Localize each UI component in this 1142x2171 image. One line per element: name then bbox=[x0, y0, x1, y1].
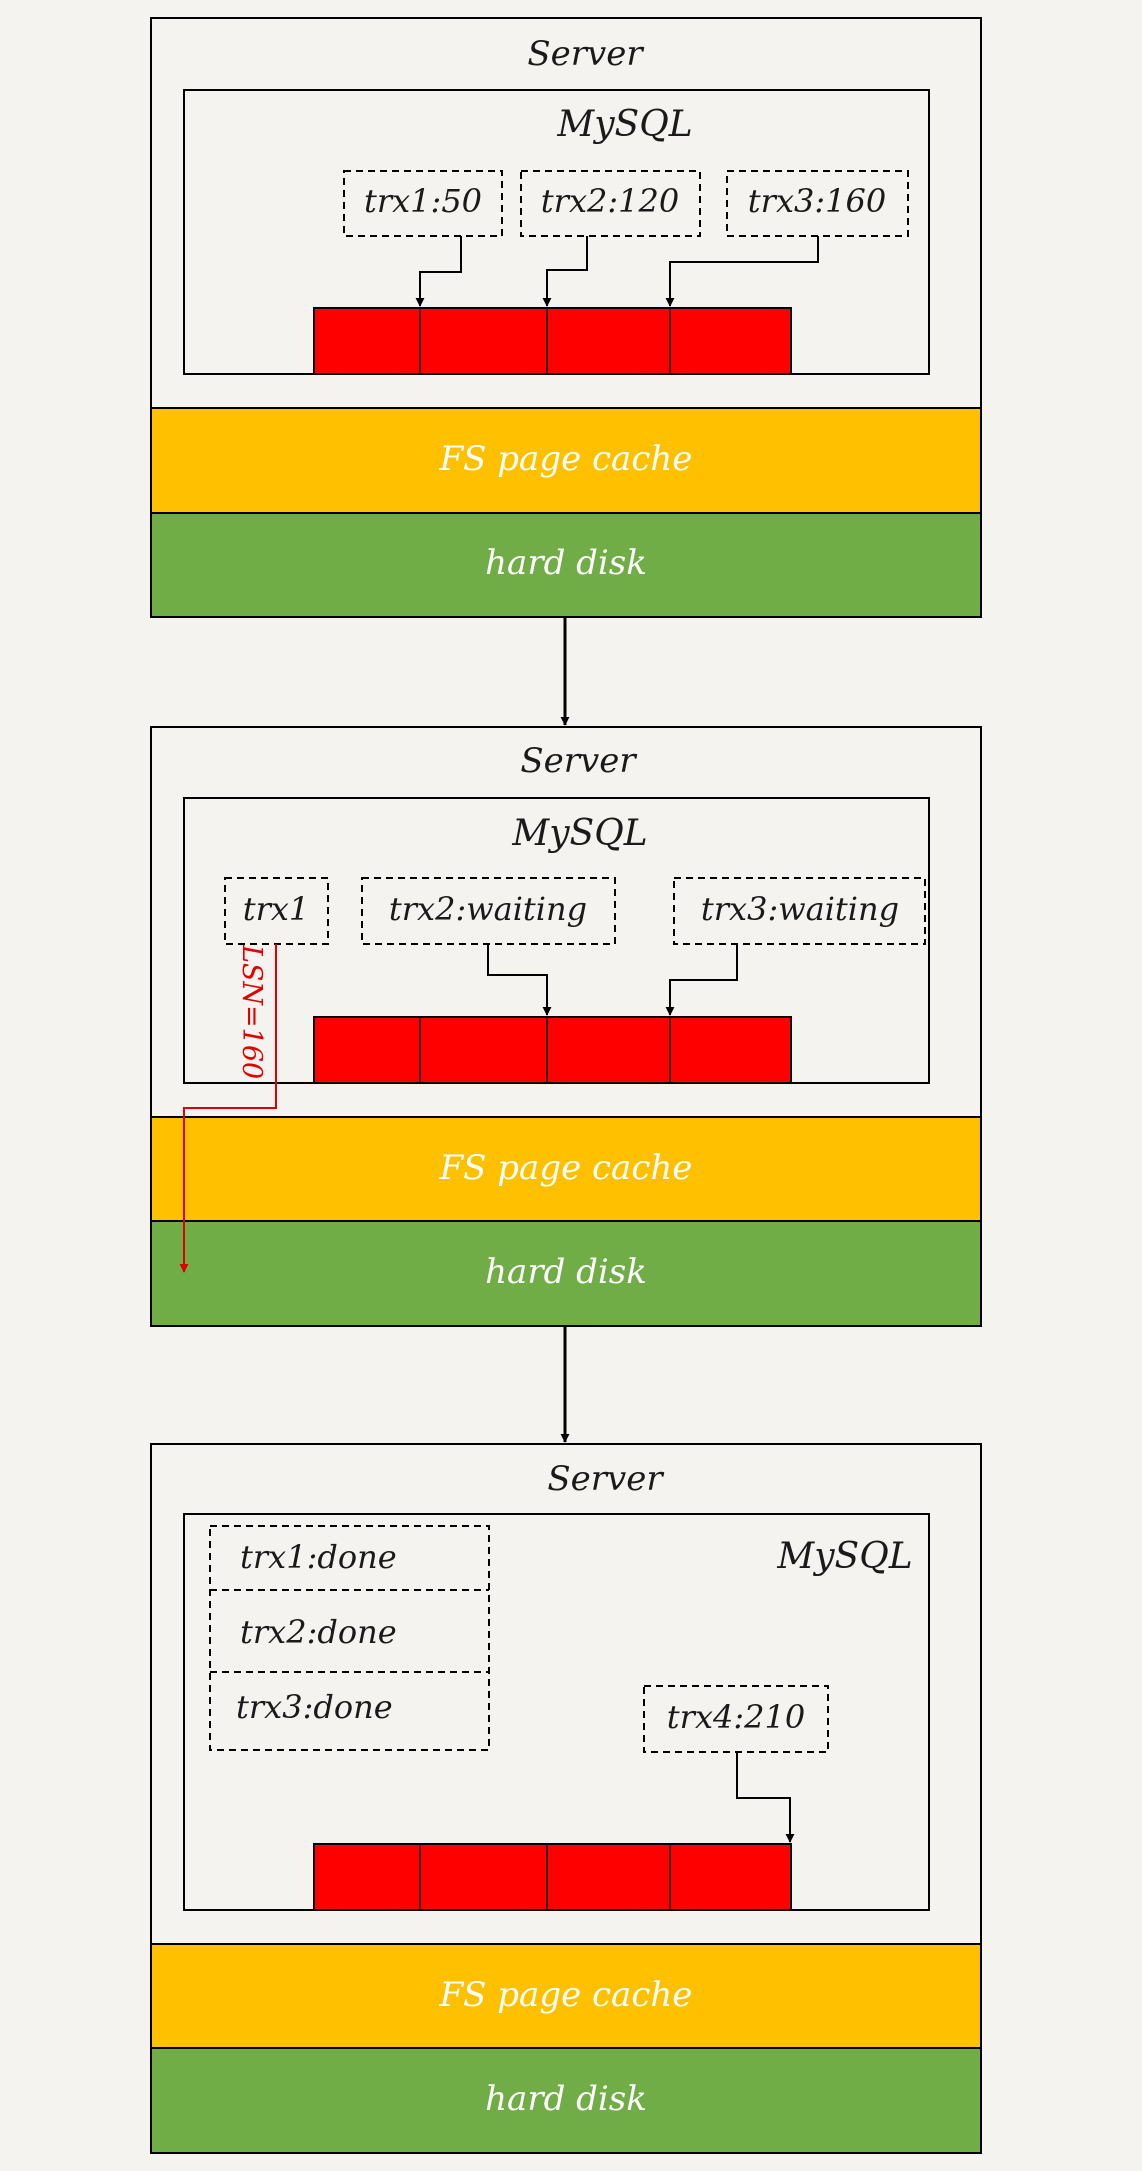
server-label: Server bbox=[520, 741, 637, 781]
trx-box: trx3:waiting bbox=[673, 877, 926, 945]
redo-log-buffer bbox=[313, 1843, 792, 1911]
hard-disk-label: hard disk bbox=[485, 543, 647, 583]
done-list: trx1:done trx2:done trx3:done bbox=[209, 1525, 490, 1751]
panel-3: Server MySQL trx1:done trx2:done trx3:do… bbox=[150, 1443, 982, 2154]
lsn-label: LSN=160 bbox=[236, 944, 267, 1079]
trx-label: trx1:50 bbox=[364, 182, 482, 220]
done-item: trx2:done bbox=[240, 1613, 397, 1651]
trx3-arrow bbox=[665, 236, 819, 307]
trx-label: trx2:120 bbox=[541, 182, 679, 220]
trx-box: trx4:210 bbox=[643, 1685, 829, 1753]
done-item: trx3:done bbox=[236, 1688, 393, 1726]
panel-1: Server MySQL trx1:50 trx2:120 trx3:160 F… bbox=[150, 17, 982, 618]
redo-log-buffer bbox=[313, 1016, 792, 1084]
page-cache-label: FS page cache bbox=[439, 1975, 693, 2015]
trx-box: trx2:waiting bbox=[361, 877, 616, 945]
trx-box: trx2:120 bbox=[520, 170, 701, 237]
trx-label: trx3:waiting bbox=[701, 890, 899, 928]
trx1-arrow bbox=[415, 236, 462, 307]
panel-2: Server MySQL trx1 trx2:waiting trx3:wait… bbox=[150, 726, 982, 1327]
server-label: Server bbox=[547, 1459, 664, 1499]
trx2-arrow bbox=[487, 944, 552, 1016]
hard-disk-label: hard disk bbox=[485, 1252, 647, 1292]
mysql-label: MySQL bbox=[511, 813, 647, 854]
mysql-label: MySQL bbox=[776, 1536, 912, 1577]
server-label: Server bbox=[527, 34, 644, 74]
trx-label: trx3:160 bbox=[748, 182, 886, 220]
lsn-flush-arrow bbox=[179, 944, 277, 1273]
trx-label: trx2:waiting bbox=[389, 890, 587, 928]
trx4-arrow bbox=[736, 1752, 795, 1843]
done-item: trx1:done bbox=[240, 1538, 397, 1576]
hard-disk-band bbox=[150, 1220, 982, 1327]
hard-disk-band bbox=[150, 512, 982, 618]
trx-label: trx4:210 bbox=[667, 1698, 805, 1736]
trx3-arrow bbox=[665, 944, 738, 1016]
page-cache-band bbox=[150, 1943, 982, 2049]
hard-disk-band bbox=[150, 2047, 982, 2154]
trx-box: trx3:160 bbox=[726, 170, 909, 237]
page-cache-label: FS page cache bbox=[439, 439, 693, 479]
trx-box: trx1 bbox=[224, 877, 329, 945]
redo-log-buffer bbox=[313, 307, 792, 375]
page-cache-band bbox=[150, 407, 982, 514]
mysql-label: MySQL bbox=[556, 104, 692, 145]
hard-disk-label: hard disk bbox=[485, 2079, 647, 2119]
page-cache-label: FS page cache bbox=[439, 1148, 693, 1188]
trx-box: trx1:50 bbox=[343, 170, 503, 237]
trx-label: trx1 bbox=[243, 890, 310, 928]
trx2-arrow bbox=[542, 236, 588, 307]
